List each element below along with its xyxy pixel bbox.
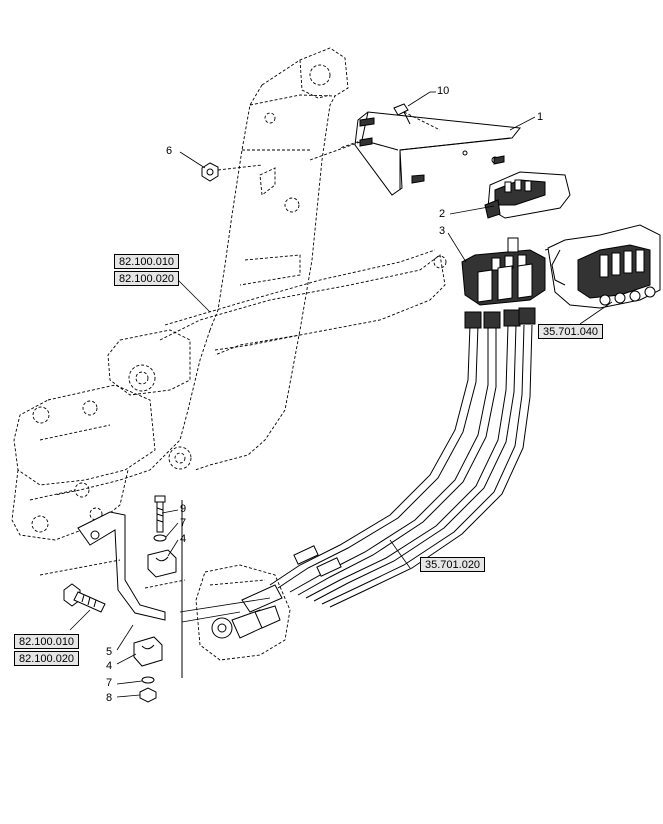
callout-9: 9 xyxy=(180,503,187,515)
callout-5: 5 xyxy=(106,646,113,658)
frame-bolt xyxy=(63,583,106,613)
mounting-bracket xyxy=(309,111,521,196)
callout-6: 6 xyxy=(166,145,173,157)
callout-1: 1 xyxy=(537,111,544,123)
callout-7-upper: 7 xyxy=(180,517,187,529)
ref-frame-upper-a[interactable]: 82.100.010 xyxy=(114,254,180,269)
valve-assembly xyxy=(547,224,661,309)
bolt-9 xyxy=(154,495,166,533)
callout-4-upper: 4 xyxy=(180,533,187,545)
clamp-4-lower xyxy=(133,636,163,667)
leader-lines xyxy=(69,91,613,698)
lower-connector-region xyxy=(179,564,291,661)
ref-frame-lower-a[interactable]: 82.100.010 xyxy=(14,634,80,649)
callout-3: 3 xyxy=(439,225,446,237)
studs xyxy=(359,117,505,184)
ref-frame-upper-b[interactable]: 82.100.020 xyxy=(114,271,180,286)
nut-6 xyxy=(201,162,263,182)
callout-4-lower: 4 xyxy=(106,660,113,672)
callout-2: 2 xyxy=(439,208,446,220)
bolt-10 xyxy=(393,103,411,125)
callout-8: 8 xyxy=(106,692,113,704)
hose-bundle xyxy=(269,307,536,608)
ref-frame-lower-b[interactable]: 82.100.020 xyxy=(14,651,80,666)
loader-frame xyxy=(11,47,447,541)
callout-7-lower: 7 xyxy=(106,677,113,689)
bracket-5 xyxy=(39,511,186,621)
washer-7-lower xyxy=(141,676,155,684)
valve-block-3 xyxy=(461,237,591,306)
clamp-4-upper xyxy=(147,549,177,578)
ref-hose-assembly[interactable]: 35.701.020 xyxy=(420,557,486,572)
washer-7-upper xyxy=(153,534,167,542)
nut-8 xyxy=(139,687,157,703)
ref-valve-assembly[interactable]: 35.701.040 xyxy=(538,324,604,339)
valve-2 xyxy=(484,171,571,219)
callout-10: 10 xyxy=(437,85,450,97)
